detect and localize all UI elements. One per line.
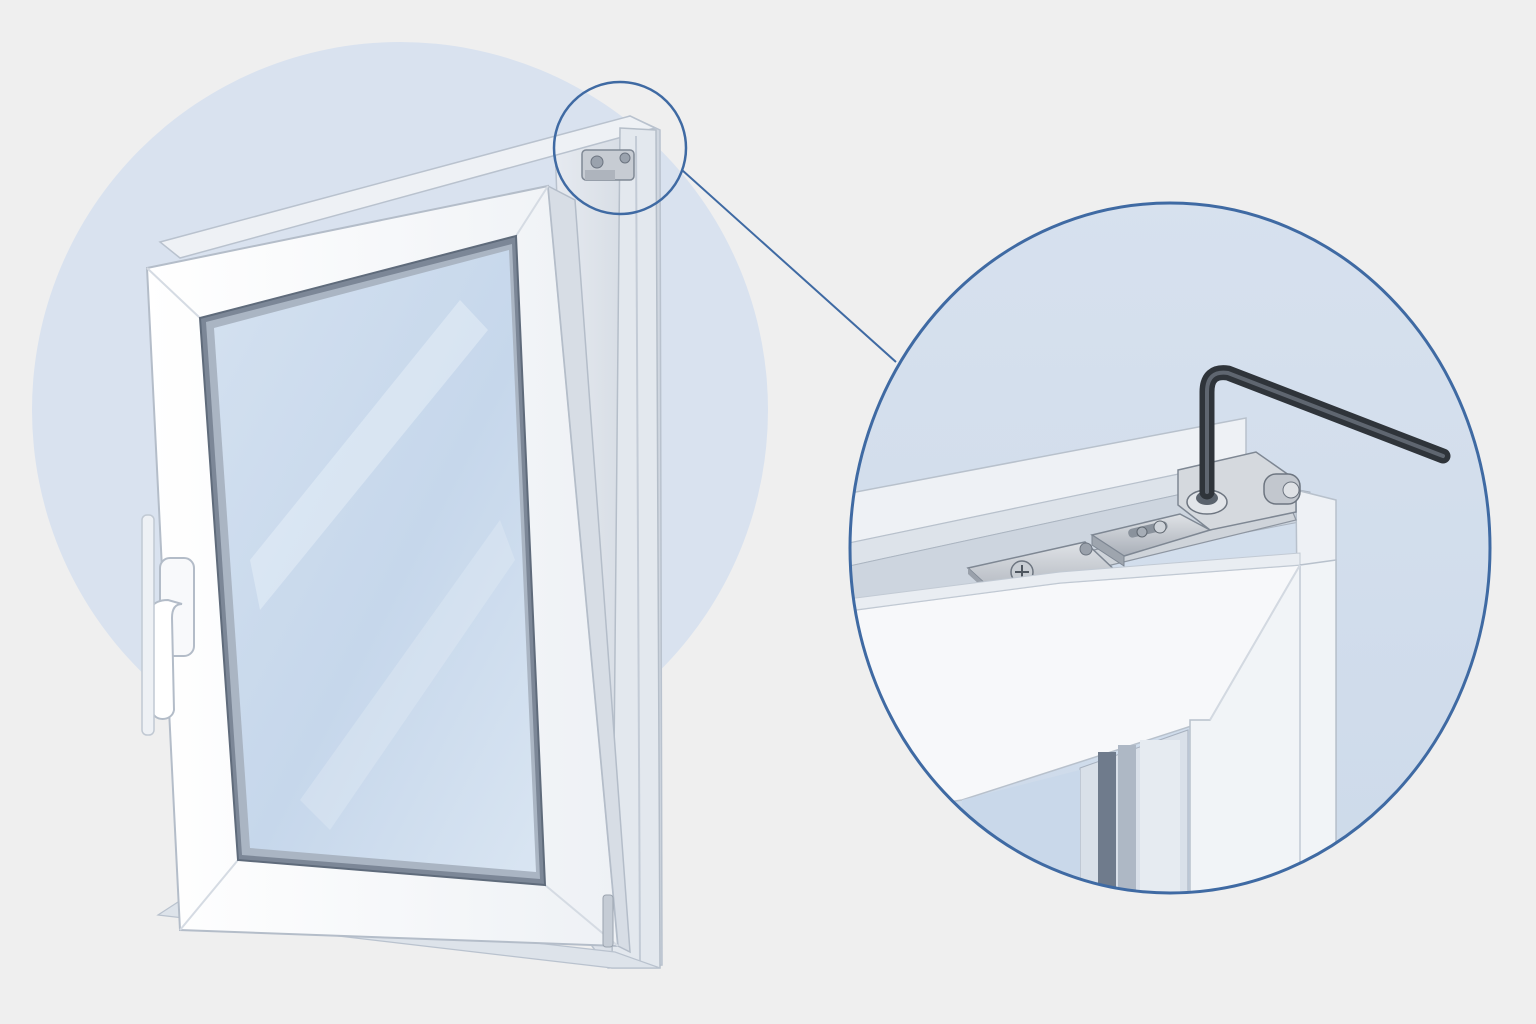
outer-frame-top [158,115,658,259]
glass-pane [214,250,536,872]
zoom-callout-circle [848,201,1492,895]
window-handle[interactable] [141,514,195,736]
sash-edge [547,184,631,954]
hinge-slide-block [1090,513,1212,567]
detail-marker-circle [552,80,688,216]
bottom-hinge-hardware [602,894,614,948]
glass-reflection [250,300,488,610]
window-assembly [141,115,663,969]
zoom-detail [850,203,1490,893]
callout-leader-line [681,169,897,363]
top-hinge-hardware [581,149,635,181]
